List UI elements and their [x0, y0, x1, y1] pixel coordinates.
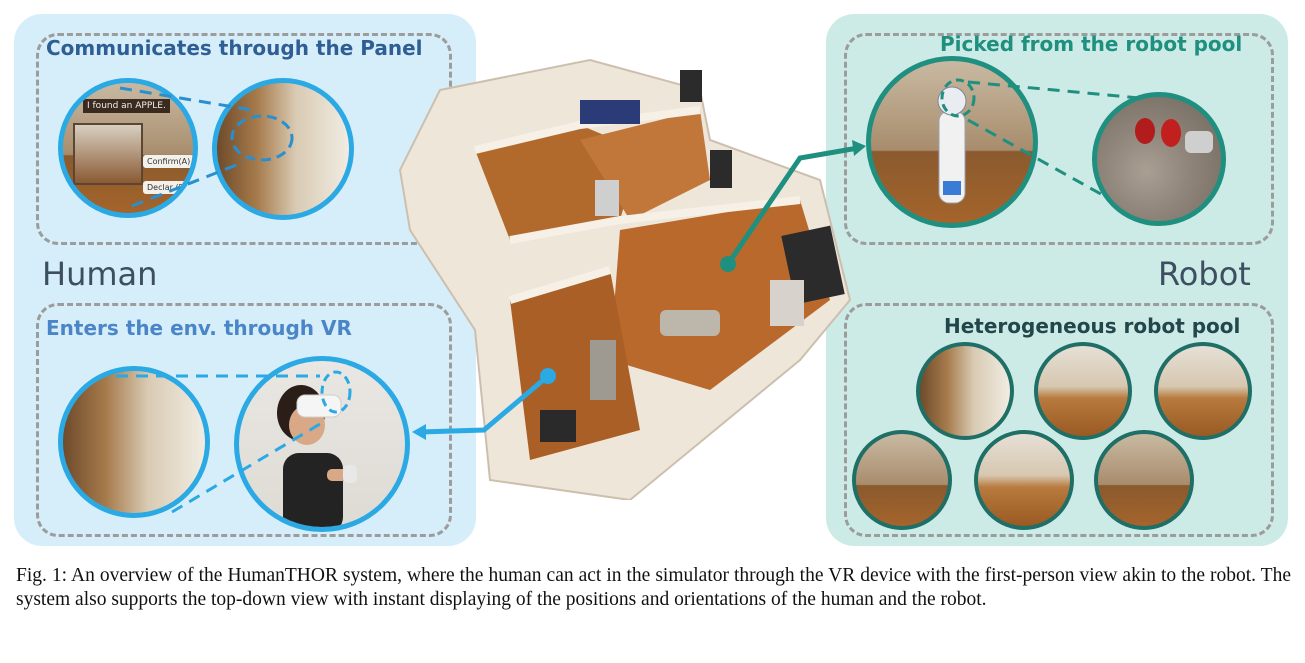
top-down-house-view — [398, 58, 852, 500]
pool-robot-3 — [1154, 342, 1252, 440]
decline-button[interactable]: Declar (B) — [143, 181, 192, 194]
connector-overlay — [116, 78, 1141, 514]
vr-entry-title: Enters the env. through VR — [46, 316, 352, 340]
human-label: Human — [42, 255, 158, 293]
panel-closeup-view: I found an APPLE. Confirm(A) Declar (B) — [58, 78, 198, 218]
pool-robot-6 — [1094, 430, 1194, 530]
panel-message: I found an APPLE. — [83, 99, 170, 113]
vr-entry-box — [36, 303, 452, 537]
picked-robot-title: Picked from the robot pool — [940, 32, 1243, 56]
panel-communication-title: Communicates through the Panel — [46, 36, 423, 60]
robot-pool-box — [844, 303, 1274, 537]
robot-label: Robot — [1158, 255, 1251, 293]
vr-first-person-view — [58, 366, 210, 518]
confirm-button[interactable]: Confirm(A) — [143, 155, 193, 168]
apple-icon — [1135, 118, 1213, 153]
pool-robot-5 — [974, 430, 1074, 530]
pool-robot-4 — [852, 430, 952, 530]
pool-robot-1 — [916, 342, 1014, 440]
robot-pool-title: Heterogeneous robot pool — [944, 314, 1241, 338]
panel-preview-image — [73, 123, 143, 185]
figure-caption: Fig. 1: An overview of the HumanTHOR sys… — [16, 565, 1291, 610]
picked-robot-box — [844, 33, 1274, 245]
pool-robot-2 — [1034, 342, 1132, 440]
robot-first-person-view — [1092, 92, 1226, 226]
